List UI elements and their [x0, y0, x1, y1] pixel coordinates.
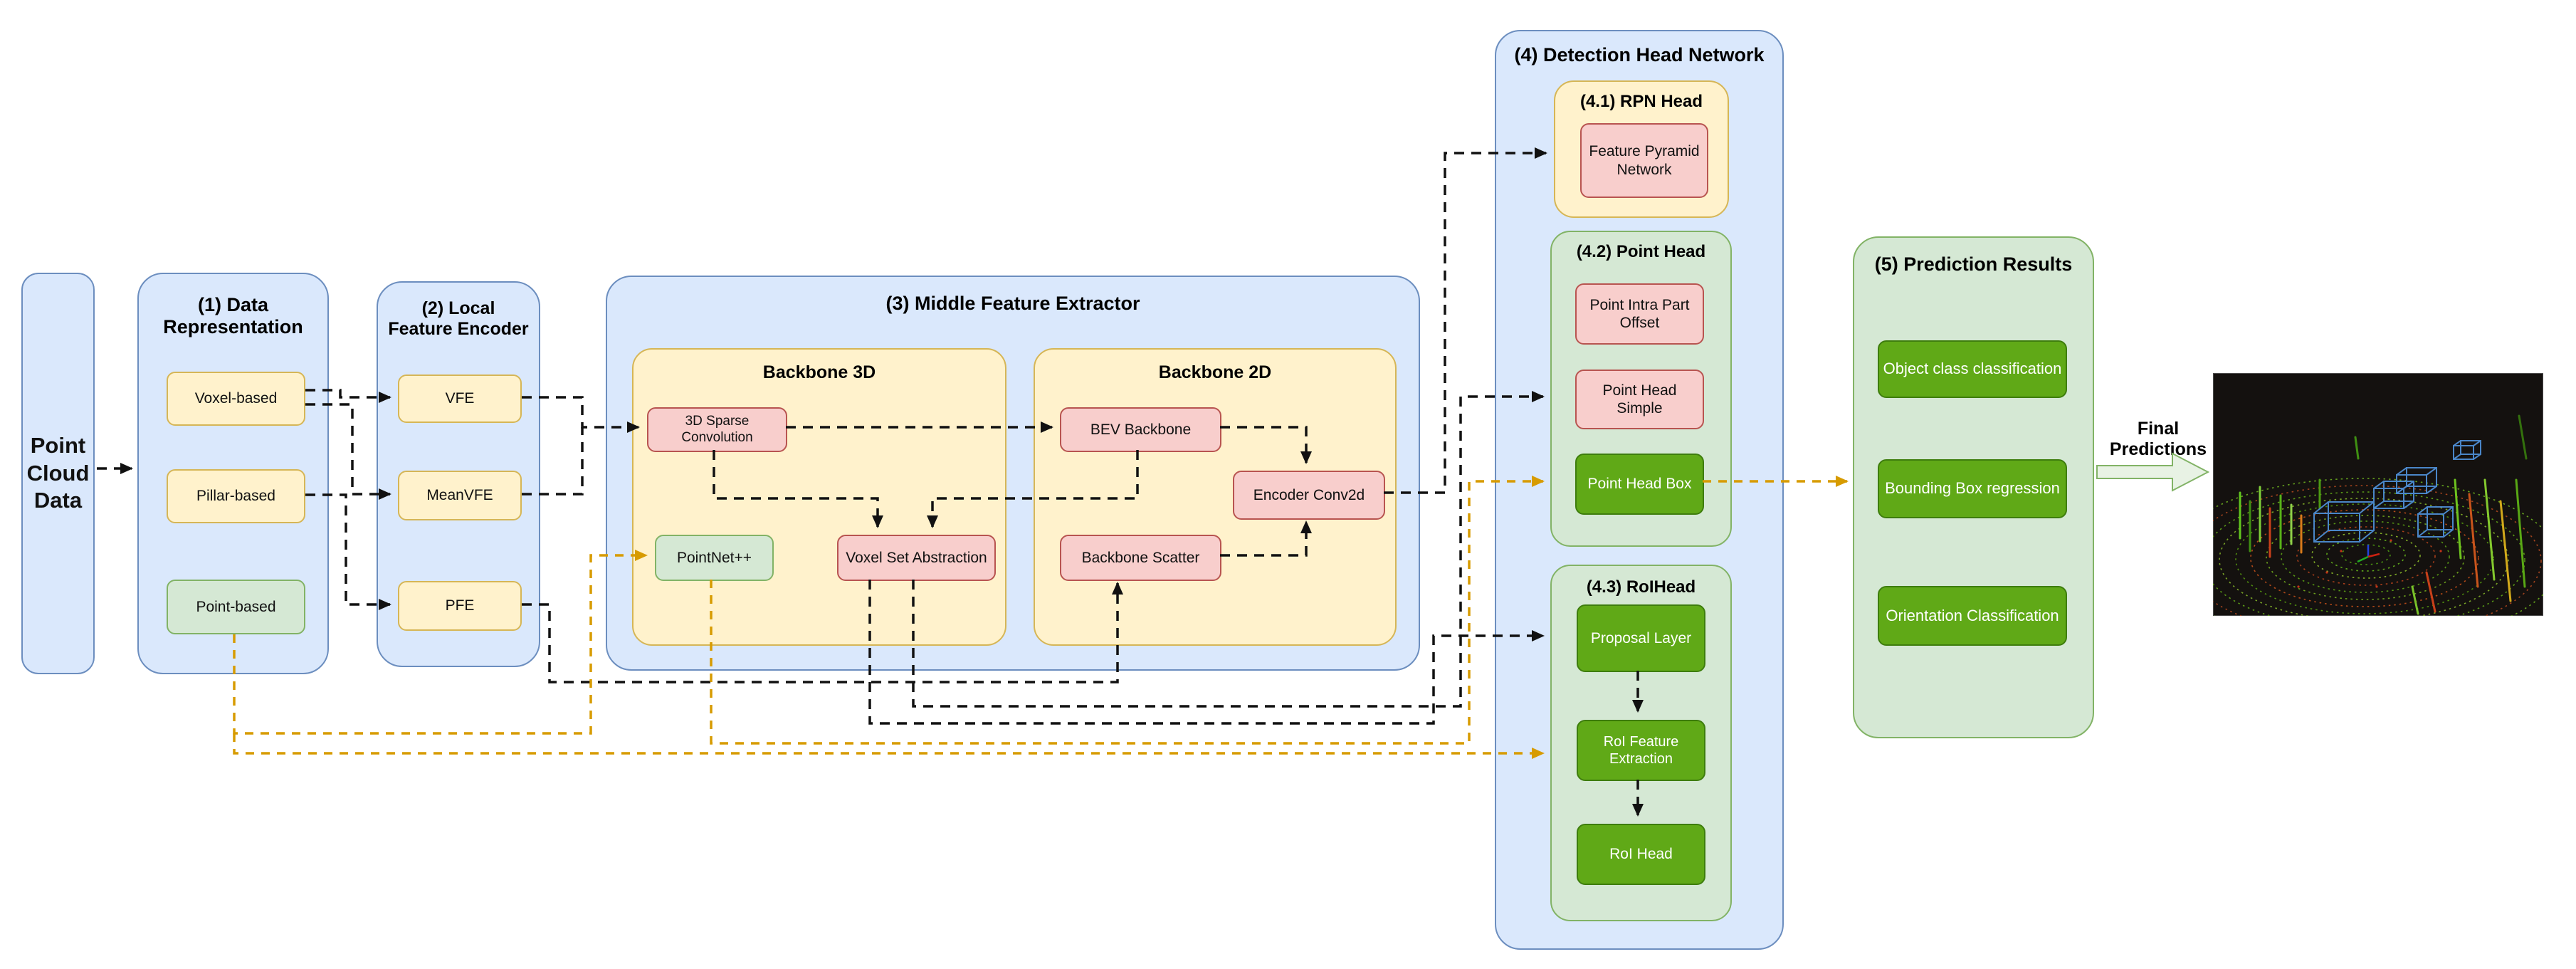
node-bounding-box-regression: Bounding Box regression: [1878, 459, 2067, 518]
section-data-representation-title: (1) Data Representation: [163, 294, 303, 337]
node-object-class-classification: Object class classification: [1878, 340, 2067, 398]
node-proposal-layer: Proposal Layer: [1577, 604, 1705, 672]
node-encoder-conv2d: Encoder Conv2d: [1233, 471, 1385, 520]
section-detection-head-network-title: (4) Detection Head Network: [1514, 44, 1765, 66]
group-roi-head: (4.3) RoIHead Proposal Layer RoI Feature…: [1550, 565, 1732, 921]
node-point-cloud-data: Point Cloud Data: [21, 273, 95, 674]
section-local-feature-encoder: (2) Local Feature Encoder VFE MeanVFE PF…: [377, 281, 540, 667]
node-voxel-based: Voxel-based: [167, 372, 305, 426]
node-point-head-box: Point Head Box: [1575, 454, 1704, 515]
node-pillar-based-label: Pillar-based: [196, 488, 275, 505]
group-roi-head-title: (4.3) RoIHead: [1586, 577, 1696, 597]
node-encoder-conv2d-label: Encoder Conv2d: [1253, 486, 1365, 503]
node-voxel-set-abstraction: Voxel Set Abstraction: [837, 535, 996, 581]
node-point-head-simple-label: Point Head Simple: [1602, 382, 1677, 417]
node-point-head-simple: Point Head Simple: [1575, 370, 1704, 429]
node-roi-feature-extraction: RoI Feature Extraction: [1577, 720, 1705, 781]
node-meanvfe-label: MeanVFE: [426, 487, 493, 504]
node-orientation-classification: Orientation Classification: [1878, 586, 2067, 646]
section-prediction-results-title: (5) Prediction Results: [1874, 253, 2073, 275]
node-pfe: PFE: [398, 581, 522, 631]
section-middle-feature-extractor: (3) Middle Feature Extractor Backbone 3D…: [606, 276, 1420, 671]
node-meanvfe: MeanVFE: [398, 471, 522, 520]
ego-axis-icon: [2357, 545, 2380, 563]
section-detection-head-network: (4) Detection Head Network (4.1) RPN Hea…: [1495, 30, 1784, 950]
node-feature-pyramid-network: Feature Pyramid Network: [1580, 123, 1708, 198]
node-feature-pyramid-network-label: Feature Pyramid Network: [1589, 143, 1700, 178]
group-rpn-head-title: (4.1) RPN Head: [1579, 92, 1703, 111]
node-point-head-box-label: Point Head Box: [1587, 476, 1692, 493]
detection-boxes: [2313, 440, 2481, 543]
group-point-head-title: (4.2) Point Head: [1576, 242, 1706, 261]
lidar-detection-result-image: [2167, 372, 2560, 646]
node-orientation-classification-label: Orientation Classification: [1886, 606, 2059, 624]
section-middle-feature-extractor-title: (3) Middle Feature Extractor: [885, 293, 1140, 314]
section-local-feature-encoder-title: (2) Local Feature Encoder: [388, 298, 529, 339]
node-backbone-scatter-label: Backbone Scatter: [1081, 549, 1200, 566]
node-voxel-set-abstraction-label: Voxel Set Abstraction: [846, 549, 987, 566]
group-backbone-2d: Backbone 2D BEV Backbone Encoder Conv2d …: [1034, 348, 1397, 646]
node-pfe-label: PFE: [445, 597, 475, 614]
node-bounding-box-regression-label: Bounding Box regression: [1885, 479, 2060, 498]
group-backbone-3d-title: Backbone 3D: [762, 362, 876, 382]
node-roi-head-label: RoI Head: [1609, 846, 1673, 863]
group-point-head: (4.2) Point Head Point Intra Part Offset…: [1550, 231, 1732, 547]
node-bev-backbone: BEV Backbone: [1060, 407, 1221, 452]
section-data-representation: (1) Data Representation Voxel-based Pill…: [137, 273, 329, 674]
node-pillar-based: Pillar-based: [167, 469, 305, 523]
lidar-dots: [2297, 539, 2442, 588]
node-3d-sparse-convolution: 3D Sparse Convolution: [647, 407, 787, 452]
node-point-based-label: Point-based: [196, 598, 276, 615]
node-point-cloud-data-label: Point Cloud Data: [26, 432, 90, 513]
node-roi-feature-extraction-label: RoI Feature Extraction: [1603, 734, 1679, 767]
section-prediction-results: (5) Prediction Results Object class clas…: [1853, 236, 2094, 738]
node-vfe-label: VFE: [445, 390, 475, 407]
node-proposal-layer-label: Proposal Layer: [1590, 629, 1692, 646]
node-backbone-scatter: Backbone Scatter: [1060, 535, 1221, 581]
node-point-intra-part-offset-label: Point Intra Part Offset: [1589, 296, 1690, 331]
node-vfe: VFE: [398, 374, 522, 423]
group-backbone-2d-title: Backbone 2D: [1158, 362, 1272, 382]
node-3d-sparse-convolution-label: 3D Sparse Convolution: [681, 413, 753, 445]
node-object-class-classification-label: Object class classification: [1883, 360, 2062, 378]
group-backbone-3d: Backbone 3D 3D Sparse Convolution PointN…: [632, 348, 1006, 646]
node-roi-head: RoI Head: [1577, 824, 1705, 885]
node-point-intra-part-offset: Point Intra Part Offset: [1575, 283, 1704, 345]
node-pointnet-label: PointNet++: [676, 549, 752, 566]
node-voxel-based-label: Voxel-based: [194, 390, 278, 407]
lidar-visualization: [2167, 372, 2560, 646]
node-point-based: Point-based: [167, 580, 305, 634]
node-pointnet: PointNet++: [655, 535, 774, 581]
group-rpn-head: (4.1) RPN Head Feature Pyramid Network: [1554, 80, 1729, 218]
final-predictions-label: Final Predictions: [2109, 419, 2207, 459]
lidar-streaks: [2239, 414, 2528, 615]
node-bev-backbone-label: BEV Backbone: [1090, 421, 1192, 438]
